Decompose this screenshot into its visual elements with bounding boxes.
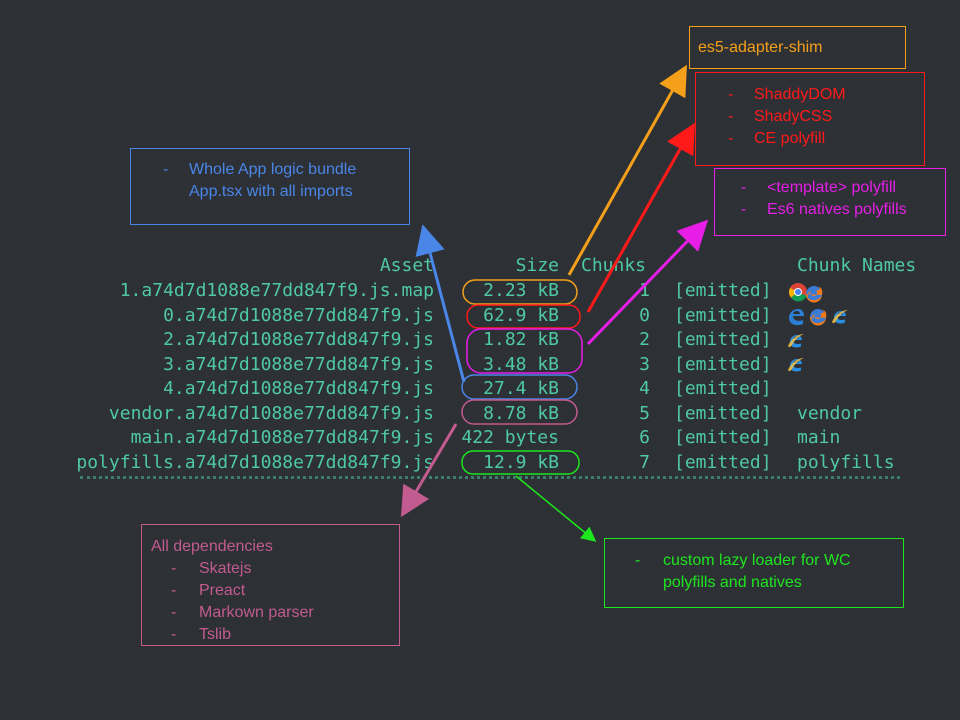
edge-icon xyxy=(789,309,804,326)
shady-polyfills-box: -ShaddyDOM -ShadyCSS -CE polyfill xyxy=(695,72,925,166)
ie-icon xyxy=(788,358,804,372)
row-status: [emitted] xyxy=(674,403,772,424)
row-size: 27.4 kB xyxy=(483,378,559,399)
app-bundle-box: -Whole App logic bundle App.tsx with all… xyxy=(130,148,410,225)
row-size: 8.78 kB xyxy=(483,403,559,424)
dependency-item: -Preact xyxy=(171,582,246,599)
row-asset: 3.a74d7d1088e77dd847f9.js xyxy=(163,354,434,375)
row-asset: vendor.a74d7d1088e77dd847f9.js xyxy=(108,403,434,424)
row-name: main xyxy=(797,427,841,448)
dependency-item: -Tslib xyxy=(171,626,232,643)
row-chunk: 6 xyxy=(639,427,650,448)
es5-adapter-shim-label: es5-adapter-shim xyxy=(698,39,823,56)
header-chunks: Chunks xyxy=(581,255,647,276)
row-chunk: 4 xyxy=(639,378,650,399)
row-name: vendor xyxy=(797,403,863,424)
app-bundle-item: -Whole App logic bundle xyxy=(163,161,357,178)
es5-adapter-shim-box: es5-adapter-shim xyxy=(689,26,906,69)
row-chunk: 0 xyxy=(639,305,650,326)
row-name: polyfills xyxy=(797,452,895,473)
shady-item: -CE polyfill xyxy=(728,130,826,147)
row-status: [emitted] xyxy=(674,280,772,301)
row-chunk: 5 xyxy=(639,403,650,424)
row-asset: 2.a74d7d1088e77dd847f9.js xyxy=(163,329,434,350)
chrome-icon xyxy=(789,283,807,302)
row-status: [emitted] xyxy=(674,378,772,399)
row-status: [emitted] xyxy=(674,452,772,473)
row-chunk: 2 xyxy=(639,329,650,350)
dependencies-title: All dependencies xyxy=(151,538,273,555)
row-size: 1.82 kB xyxy=(483,329,559,350)
cut-off-line xyxy=(80,476,900,480)
header-asset: Asset xyxy=(379,255,434,276)
row-size: 62.9 kB xyxy=(483,305,559,326)
shady-item: -ShaddyDOM xyxy=(728,86,846,103)
firefox-icon xyxy=(809,309,827,326)
row-chunk: 1 xyxy=(639,280,650,301)
firefox-icon xyxy=(805,286,823,303)
row-status: [emitted] xyxy=(674,427,772,448)
row-size: 3.48 kB xyxy=(483,354,559,375)
dependency-item: -Markown parser xyxy=(171,604,314,621)
lazy-loader-box: -custom lazy loader for WC polyfills and… xyxy=(604,538,904,608)
row-asset: 0.a74d7d1088e77dd847f9.js xyxy=(163,305,434,326)
dependencies-box: All dependencies -Skatejs -Preact -Marko… xyxy=(141,524,400,646)
app-bundle-item: App.tsx with all imports xyxy=(189,183,353,200)
lazy-loader-item: -custom lazy loader for WC polyfills and… xyxy=(635,552,851,591)
row-asset: 1.a74d7d1088e77dd847f9.js.map xyxy=(119,280,434,301)
row-chunk: 3 xyxy=(639,354,650,375)
row-asset: 4.a74d7d1088e77dd847f9.js xyxy=(163,378,434,399)
row-asset: main.a74d7d1088e77dd847f9.js xyxy=(130,427,434,448)
template-item: -Es6 natives polyfills xyxy=(741,201,907,218)
template-item: -<template> polyfill xyxy=(741,179,896,196)
row-size: 2.23 kB xyxy=(483,280,559,301)
row-asset: polyfills.a74d7d1088e77dd847f9.js xyxy=(76,452,434,473)
row-status: [emitted] xyxy=(674,329,772,350)
row-status: [emitted] xyxy=(674,354,772,375)
ie-icon xyxy=(832,310,848,324)
dependency-item: -Skatejs xyxy=(171,560,252,577)
ie-icon xyxy=(788,334,804,348)
row-size: 12.9 kB xyxy=(483,452,559,473)
row-status: [emitted] xyxy=(674,305,772,326)
template-polyfills-box: -<template> polyfill -Es6 natives polyfi… xyxy=(714,168,946,236)
header-size: Size xyxy=(515,255,559,276)
row-chunk: 7 xyxy=(639,452,650,473)
shady-item: -ShadyCSS xyxy=(728,108,833,125)
header-chunk-names: Chunk Names xyxy=(797,255,917,276)
row-size: 422 bytes xyxy=(461,427,559,448)
